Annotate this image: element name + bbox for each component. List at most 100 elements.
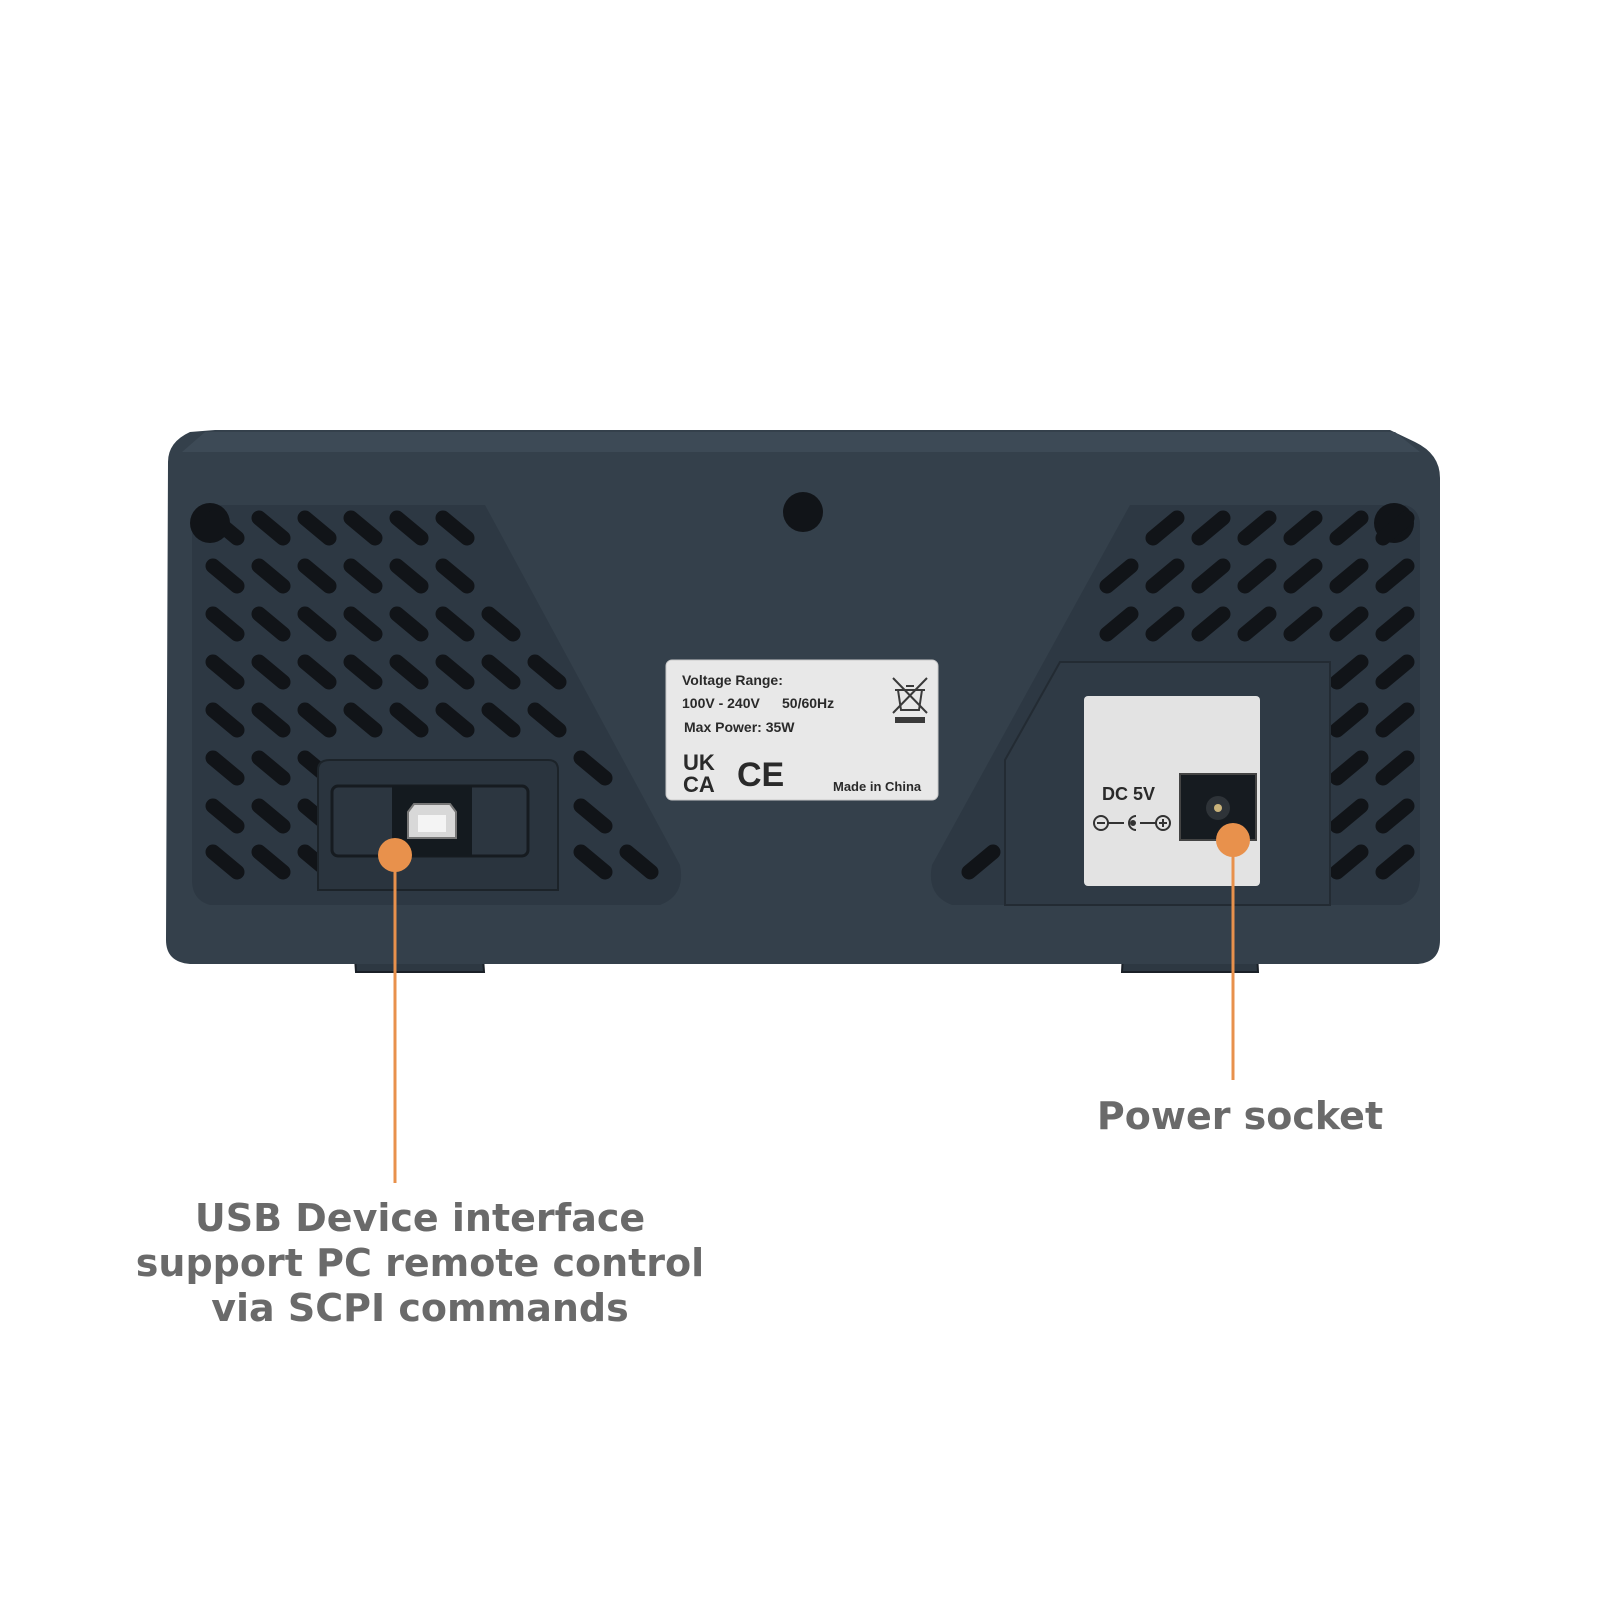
vent-slot [251,798,291,834]
power-callout-text: Power socket [1096,1094,1384,1138]
frequency-value: 50/60Hz [782,695,834,711]
vent-slot [251,702,291,738]
vent-slot [435,654,475,690]
vent-slot [1375,750,1415,786]
vent-slot [205,702,245,738]
vent-slot [343,510,383,546]
vent-slot [1145,510,1185,546]
vent-slot [1329,750,1369,786]
vent-slot [481,702,521,738]
vent-slot [1329,654,1369,690]
vent-slot [573,750,613,786]
vent-slot [205,510,245,546]
vent-slot [1237,606,1277,642]
vent-slot [389,510,429,546]
vent-slot [573,844,613,880]
vent-slot [251,510,291,546]
vent-slot [389,558,429,594]
vent-slot [1099,558,1139,594]
vent-slot [1375,558,1415,594]
vent-slot [1329,558,1369,594]
vent-slot [1145,606,1185,642]
vent-slot [297,558,337,594]
voltage-heading: Voltage Range: [682,672,783,688]
vent-slot [573,798,613,834]
vent-slot [1191,606,1231,642]
vent-slot [251,844,291,880]
usb-callout-dot [378,838,412,872]
vent-slot [481,654,521,690]
vent-slot [1145,558,1185,594]
usb-callout-text: USB Device interface support PC remote c… [100,1196,740,1331]
vent-slot [297,606,337,642]
vent-slot [961,844,1001,880]
vent-slot [1099,606,1139,642]
vent-slot [205,606,245,642]
usb-callout-line-3: via SCPI commands [211,1286,629,1330]
vent-slot [1283,558,1323,594]
usb-callout-line-2: support PC remote control [135,1241,705,1285]
vent-slot [205,798,245,834]
vent-slot [1329,510,1369,546]
vent-slot [343,702,383,738]
screw-hole-top-center [783,492,823,532]
vent-slot [435,510,475,546]
vent-slot [343,654,383,690]
vent-slot [251,558,291,594]
vent-slot [481,606,521,642]
vent-slot [205,654,245,690]
dc-jack-pin-center [1214,804,1222,812]
weee-bin-icon [892,677,928,723]
vent-slot [1375,702,1415,738]
vent-slot [1191,558,1231,594]
vent-slot [1329,844,1369,880]
vent-slot [435,606,475,642]
vent-slot [1375,654,1415,690]
origin-text: Made in China [833,779,922,794]
voltage-value: 100V - 240V [682,695,760,711]
top-bevel [182,432,1420,452]
vent-slot [435,702,475,738]
vent-slot [1375,510,1415,546]
left-vent-slots [205,510,659,880]
vent-slot [1237,558,1277,594]
vent-slot [1191,510,1231,546]
vent-slot [297,510,337,546]
vent-slot [251,750,291,786]
max-power-value: Max Power: 35W [684,719,795,735]
vent-slot [1375,606,1415,642]
vent-slot [205,750,245,786]
vent-slot [435,558,475,594]
vent-slot [1375,798,1415,834]
vent-slot [389,606,429,642]
vent-slot [527,702,567,738]
vent-slot [1283,510,1323,546]
vent-slot [343,606,383,642]
vent-slot [1329,606,1369,642]
ukca-mark-line2: CA [683,772,715,797]
vent-slot [251,654,291,690]
right-vent-slots [961,510,1415,880]
polarity-symbol-icon [1093,815,1171,831]
vent-slot [619,844,659,880]
ukca-mark-line1: UK [683,750,715,775]
vent-slot [389,702,429,738]
ce-mark: CE [737,756,784,794]
vent-slot [205,558,245,594]
rating-label: Voltage Range: 100V - 240V 50/60Hz Max P… [665,659,939,801]
power-callout-dot [1216,823,1250,857]
vent-slot [1283,606,1323,642]
usb-port-cavity [418,815,446,832]
rating-label-background [665,659,939,801]
vent-slot [251,606,291,642]
vent-slot [297,654,337,690]
vent-slot [343,558,383,594]
vent-slot [389,654,429,690]
vent-slot [1375,844,1415,880]
dc-rating: DC 5V [1102,784,1155,804]
usb-callout-line-1: USB Device interface [194,1196,646,1240]
vent-slot [297,702,337,738]
vent-slot [1237,510,1277,546]
vent-slot [1329,798,1369,834]
